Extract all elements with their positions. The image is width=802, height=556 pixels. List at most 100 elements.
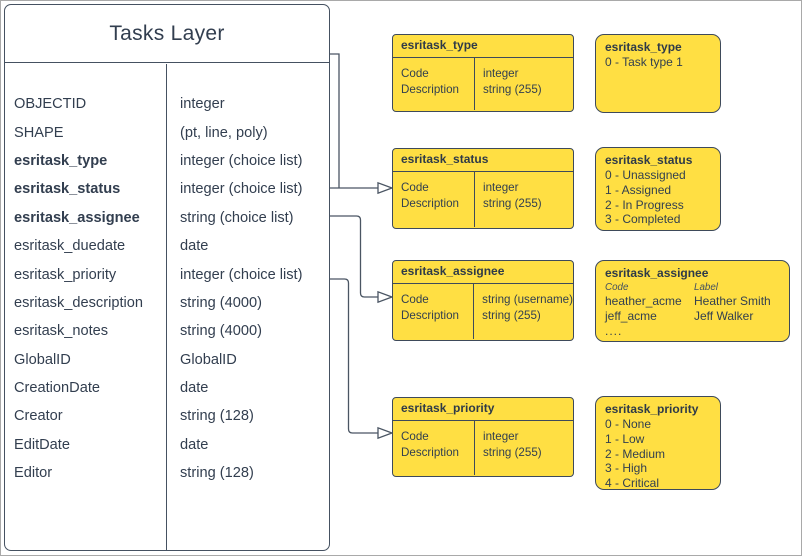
domain-field-type: string (255) bbox=[483, 83, 542, 96]
field-type: integer (choice list) bbox=[180, 152, 303, 169]
assignee-cell: heather_acme bbox=[605, 294, 682, 308]
value-list-item: 2 - Medium bbox=[605, 446, 666, 461]
domain-field-type: string (255) bbox=[483, 446, 542, 459]
value-list-item: 4 - Critical bbox=[605, 476, 660, 490]
domain-field-name: Description bbox=[401, 197, 459, 210]
assignee-column-header: Code bbox=[605, 282, 629, 293]
domain-field-name: Description bbox=[401, 309, 459, 322]
domain-field-name: Code bbox=[401, 181, 429, 194]
connector-status-stub bbox=[330, 53, 340, 188]
domain-field-types: string (username) string (255) bbox=[474, 284, 573, 339]
domain-field-type: integer bbox=[483, 430, 519, 443]
field-type: date bbox=[180, 238, 209, 255]
connector-assignee-line bbox=[330, 215, 378, 298]
arrowhead-assignee-icon bbox=[377, 290, 394, 304]
field-name: esritask_assignee bbox=[14, 209, 140, 226]
field-name: esritask_type bbox=[14, 152, 108, 169]
field-type: string (128) bbox=[180, 408, 254, 425]
value-list-esritask-type: esritask_type 0 - Task type 1 bbox=[595, 34, 721, 113]
value-list-item: 3 - Completed bbox=[605, 212, 681, 227]
domain-field-types: integer string (255) bbox=[475, 421, 542, 475]
arrowhead-priority-icon bbox=[377, 426, 394, 440]
value-list-items: 0 - Task type 1 bbox=[605, 55, 720, 70]
field-name: CreationDate bbox=[14, 380, 100, 397]
domain-field-type: integer bbox=[483, 67, 519, 80]
value-list-title: esritask_assignee bbox=[605, 266, 709, 280]
field-name: GlobalID bbox=[14, 351, 71, 368]
field-row: esritask_type integer (choice list) bbox=[5, 147, 329, 175]
assignee-cell: Jeff Walker bbox=[694, 309, 754, 323]
assignee-column-header: Label bbox=[694, 282, 718, 293]
assignee-cell: Heather Smith bbox=[694, 294, 771, 308]
arrowhead-status-icon bbox=[377, 181, 394, 195]
field-type: string (4000) bbox=[180, 323, 262, 340]
column-divider bbox=[166, 63, 168, 550]
value-list-items: Code Label heather_acme Heather Smith jeff_a… bbox=[605, 281, 789, 339]
assignee-cell: jeff_acme bbox=[605, 309, 657, 323]
field-row: esritask_assignee string (choice list) bbox=[5, 204, 329, 232]
domain-field-name: Code bbox=[401, 430, 429, 443]
field-row: esritask_duedate date bbox=[5, 232, 329, 260]
domain-field-types: integer string (255) bbox=[475, 172, 542, 227]
field-name: esritask_notes bbox=[14, 323, 109, 340]
field-type: string (4000) bbox=[180, 294, 262, 311]
field-type: integer (choice list) bbox=[180, 266, 303, 283]
domain-table-title: esritask_priority bbox=[393, 398, 573, 421]
field-row: esritask_description string (4000) bbox=[5, 289, 329, 317]
domain-field-name: Description bbox=[401, 83, 459, 96]
domain-table-title: esritask_status bbox=[393, 149, 573, 172]
field-name: esritask_description bbox=[14, 294, 143, 311]
domain-field-name: Code bbox=[401, 293, 429, 306]
value-list-item: 1 - Low bbox=[605, 431, 645, 446]
value-list-item: 1 - Assigned bbox=[605, 182, 672, 197]
domain-field-type: string (255) bbox=[482, 309, 541, 322]
field-type: GlobalID bbox=[180, 351, 237, 368]
field-type: date bbox=[180, 436, 209, 453]
value-list-item: 0 - Task type 1 bbox=[605, 55, 683, 69]
value-list-item: 0 - None bbox=[605, 417, 652, 431]
field-name: OBJECTID bbox=[14, 96, 87, 113]
assignee-more-indicator: .... bbox=[605, 324, 623, 338]
value-list-item: 3 - High bbox=[605, 461, 648, 476]
field-row: SHAPE(pt, line, poly) bbox=[5, 118, 329, 146]
value-list-title: esritask_status bbox=[605, 153, 693, 167]
field-name: Creator bbox=[14, 408, 63, 425]
field-name: esritask_status bbox=[14, 181, 121, 198]
field-name: esritask_duedate bbox=[14, 238, 126, 255]
field-type: integer bbox=[180, 96, 225, 113]
field-row: OBJECTID integer bbox=[5, 90, 329, 118]
domain-field-type: integer bbox=[483, 181, 519, 194]
value-list-title: esritask_priority bbox=[605, 402, 699, 416]
field-name: SHAPE bbox=[14, 124, 64, 141]
value-list-item: 0 - Unassigned bbox=[605, 168, 686, 182]
domain-field-name: Code bbox=[401, 67, 429, 80]
value-list-esritask-assignee: esritask_assignee Code Label heather_acme H… bbox=[595, 260, 790, 342]
domain-table-title: esritask_type bbox=[393, 35, 573, 58]
field-row: esritask_notes string (4000) bbox=[5, 317, 329, 345]
domain-field-types: integer string (255) bbox=[475, 58, 542, 110]
field-type: date bbox=[180, 380, 209, 397]
domain-field-type: string (username) bbox=[482, 293, 573, 306]
value-list-title: esritask_type bbox=[605, 40, 682, 54]
field-row: CreationDate date bbox=[5, 374, 329, 402]
connector-priority-line bbox=[330, 278, 378, 434]
field-type: string (choice list) bbox=[180, 209, 294, 226]
domain-field-type: string (255) bbox=[483, 197, 542, 210]
